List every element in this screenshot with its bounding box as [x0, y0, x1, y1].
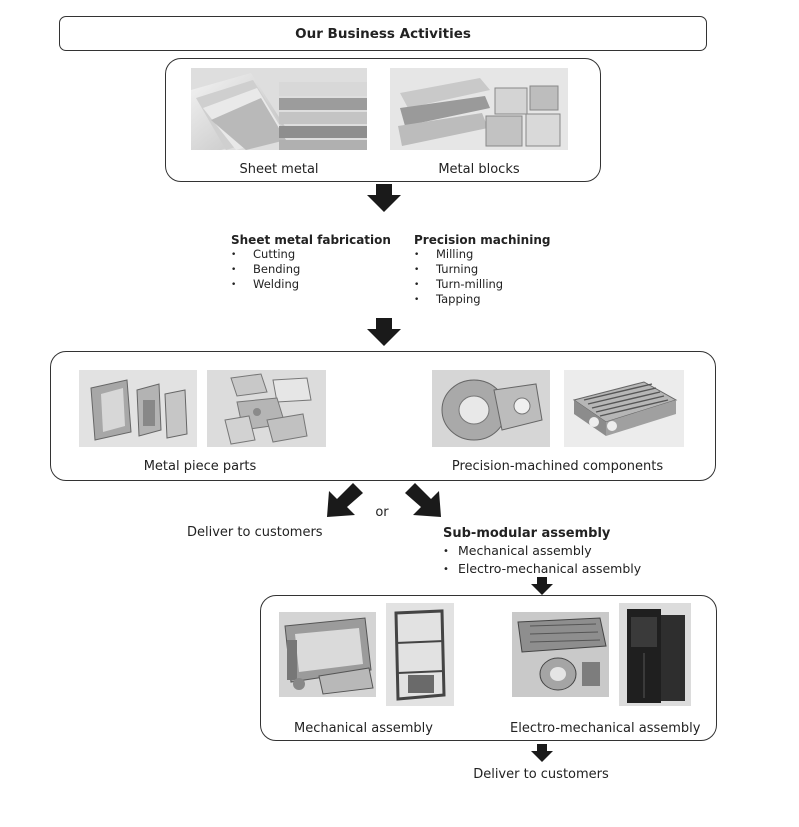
electro-assembly-photo-1: [512, 612, 609, 697]
sheet-fab-title: Sheet metal fabrication: [231, 233, 391, 247]
machined-photo-1: [432, 370, 550, 447]
sheet-metal-photo: [191, 68, 367, 150]
submodular-block: Sub-modular assembly Mechanical assembly…: [443, 525, 641, 578]
machined-caption: Precision-machined components: [451, 459, 664, 474]
precision-process: Precision machining Milling Turning Turn…: [414, 233, 550, 307]
metal-blocks-photo: [390, 68, 568, 150]
arrow-down-icon: [367, 184, 401, 212]
mech-assembly-photo-1: [279, 612, 376, 697]
precision-title: Precision machining: [414, 233, 551, 247]
arrow-down-icon: [531, 577, 553, 595]
page-title: Our Business Activities: [295, 25, 471, 42]
sheet-fab-process: Sheet metal fabrication Cutting Bending …: [231, 233, 391, 292]
process-item: Turn-milling: [414, 277, 550, 292]
process-item: Tapping: [414, 292, 550, 307]
metal-blocks-caption: Metal blocks: [438, 162, 520, 177]
submodular-title: Sub-modular assembly: [443, 526, 611, 541]
electro-assembly-caption: Electro-mechanical assembly: [510, 721, 701, 736]
arrow-down-right-icon: [405, 483, 441, 517]
title-box: Our Business Activities: [59, 16, 707, 51]
piece-parts-photo-2: [207, 370, 326, 447]
electro-assembly-photo-2: [619, 603, 691, 706]
arrow-down-left-icon: [327, 483, 363, 517]
mech-assembly-caption: Mechanical assembly: [293, 721, 433, 736]
process-item: Milling: [414, 247, 550, 262]
arrow-down-icon: [367, 318, 401, 346]
process-item: Turning: [414, 262, 550, 277]
deliver-label: Deliver to customers: [187, 525, 323, 540]
submodular-item: Electro-mechanical assembly: [443, 560, 641, 578]
arrow-down-icon: [531, 744, 553, 762]
mech-assembly-photo-2: [386, 603, 454, 706]
process-item: Cutting: [231, 247, 391, 262]
or-label: or: [375, 505, 389, 520]
piece-parts-caption: Metal piece parts: [143, 459, 257, 474]
piece-parts-photo-1: [79, 370, 197, 447]
machined-photo-2: [564, 370, 684, 447]
sheet-metal-caption: Sheet metal: [239, 162, 319, 177]
process-item: Bending: [231, 262, 391, 277]
final-deliver-label: Deliver to customers: [473, 767, 609, 782]
process-item: Welding: [231, 277, 391, 292]
submodular-item: Mechanical assembly: [443, 542, 641, 560]
